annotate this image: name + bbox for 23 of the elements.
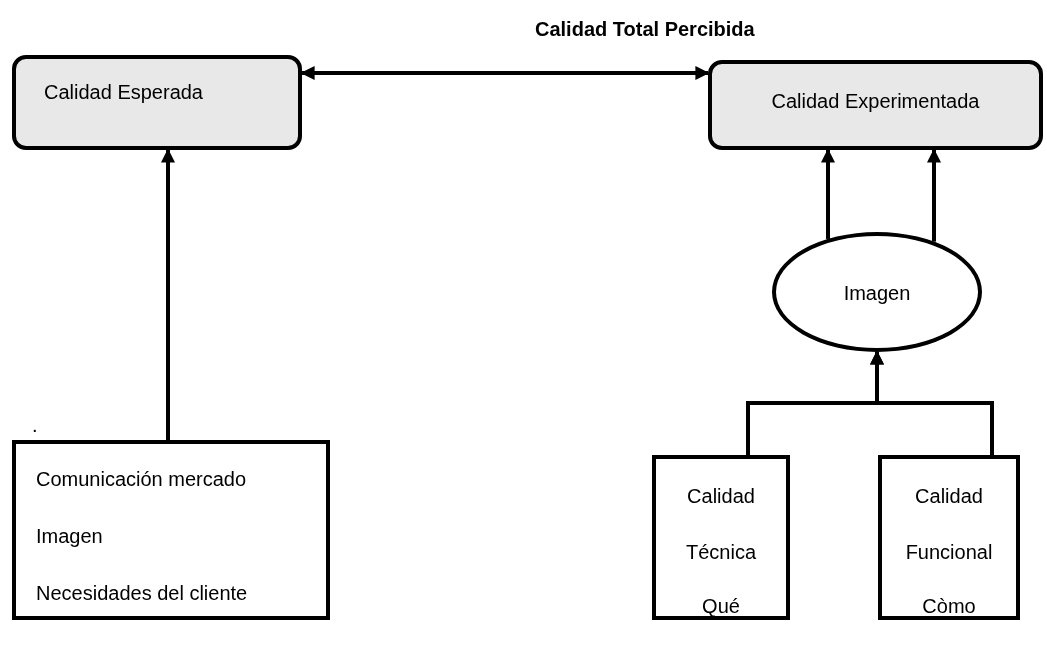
rounded-box bbox=[708, 60, 1043, 150]
node-text: Calidad Experimentada bbox=[770, 90, 981, 113]
text-box bbox=[12, 440, 330, 620]
node-text: Funcional bbox=[904, 541, 994, 564]
arrow bbox=[300, 66, 710, 80]
node-text: Qué bbox=[701, 595, 741, 618]
arrow bbox=[821, 148, 835, 239]
node-text: Còmo bbox=[921, 595, 977, 618]
node-text: Calidad bbox=[686, 485, 756, 508]
node-text: Calidad Esperada bbox=[44, 81, 203, 104]
rounded-box bbox=[12, 55, 302, 150]
note-mark: . bbox=[32, 414, 38, 437]
node-text: Imagen bbox=[842, 282, 912, 305]
node-text: Necesidades del cliente bbox=[36, 582, 248, 605]
node-text: Imagen bbox=[36, 525, 103, 548]
node-text: Técnica bbox=[685, 541, 757, 564]
text-box bbox=[878, 455, 1020, 620]
node-text: Comunicación mercado bbox=[36, 468, 247, 491]
node-text: Calidad bbox=[914, 485, 984, 508]
arrow bbox=[927, 148, 941, 242]
arrow bbox=[161, 148, 175, 440]
text-box bbox=[652, 455, 790, 620]
diagram-title: Calidad Total Percibida bbox=[535, 18, 755, 41]
